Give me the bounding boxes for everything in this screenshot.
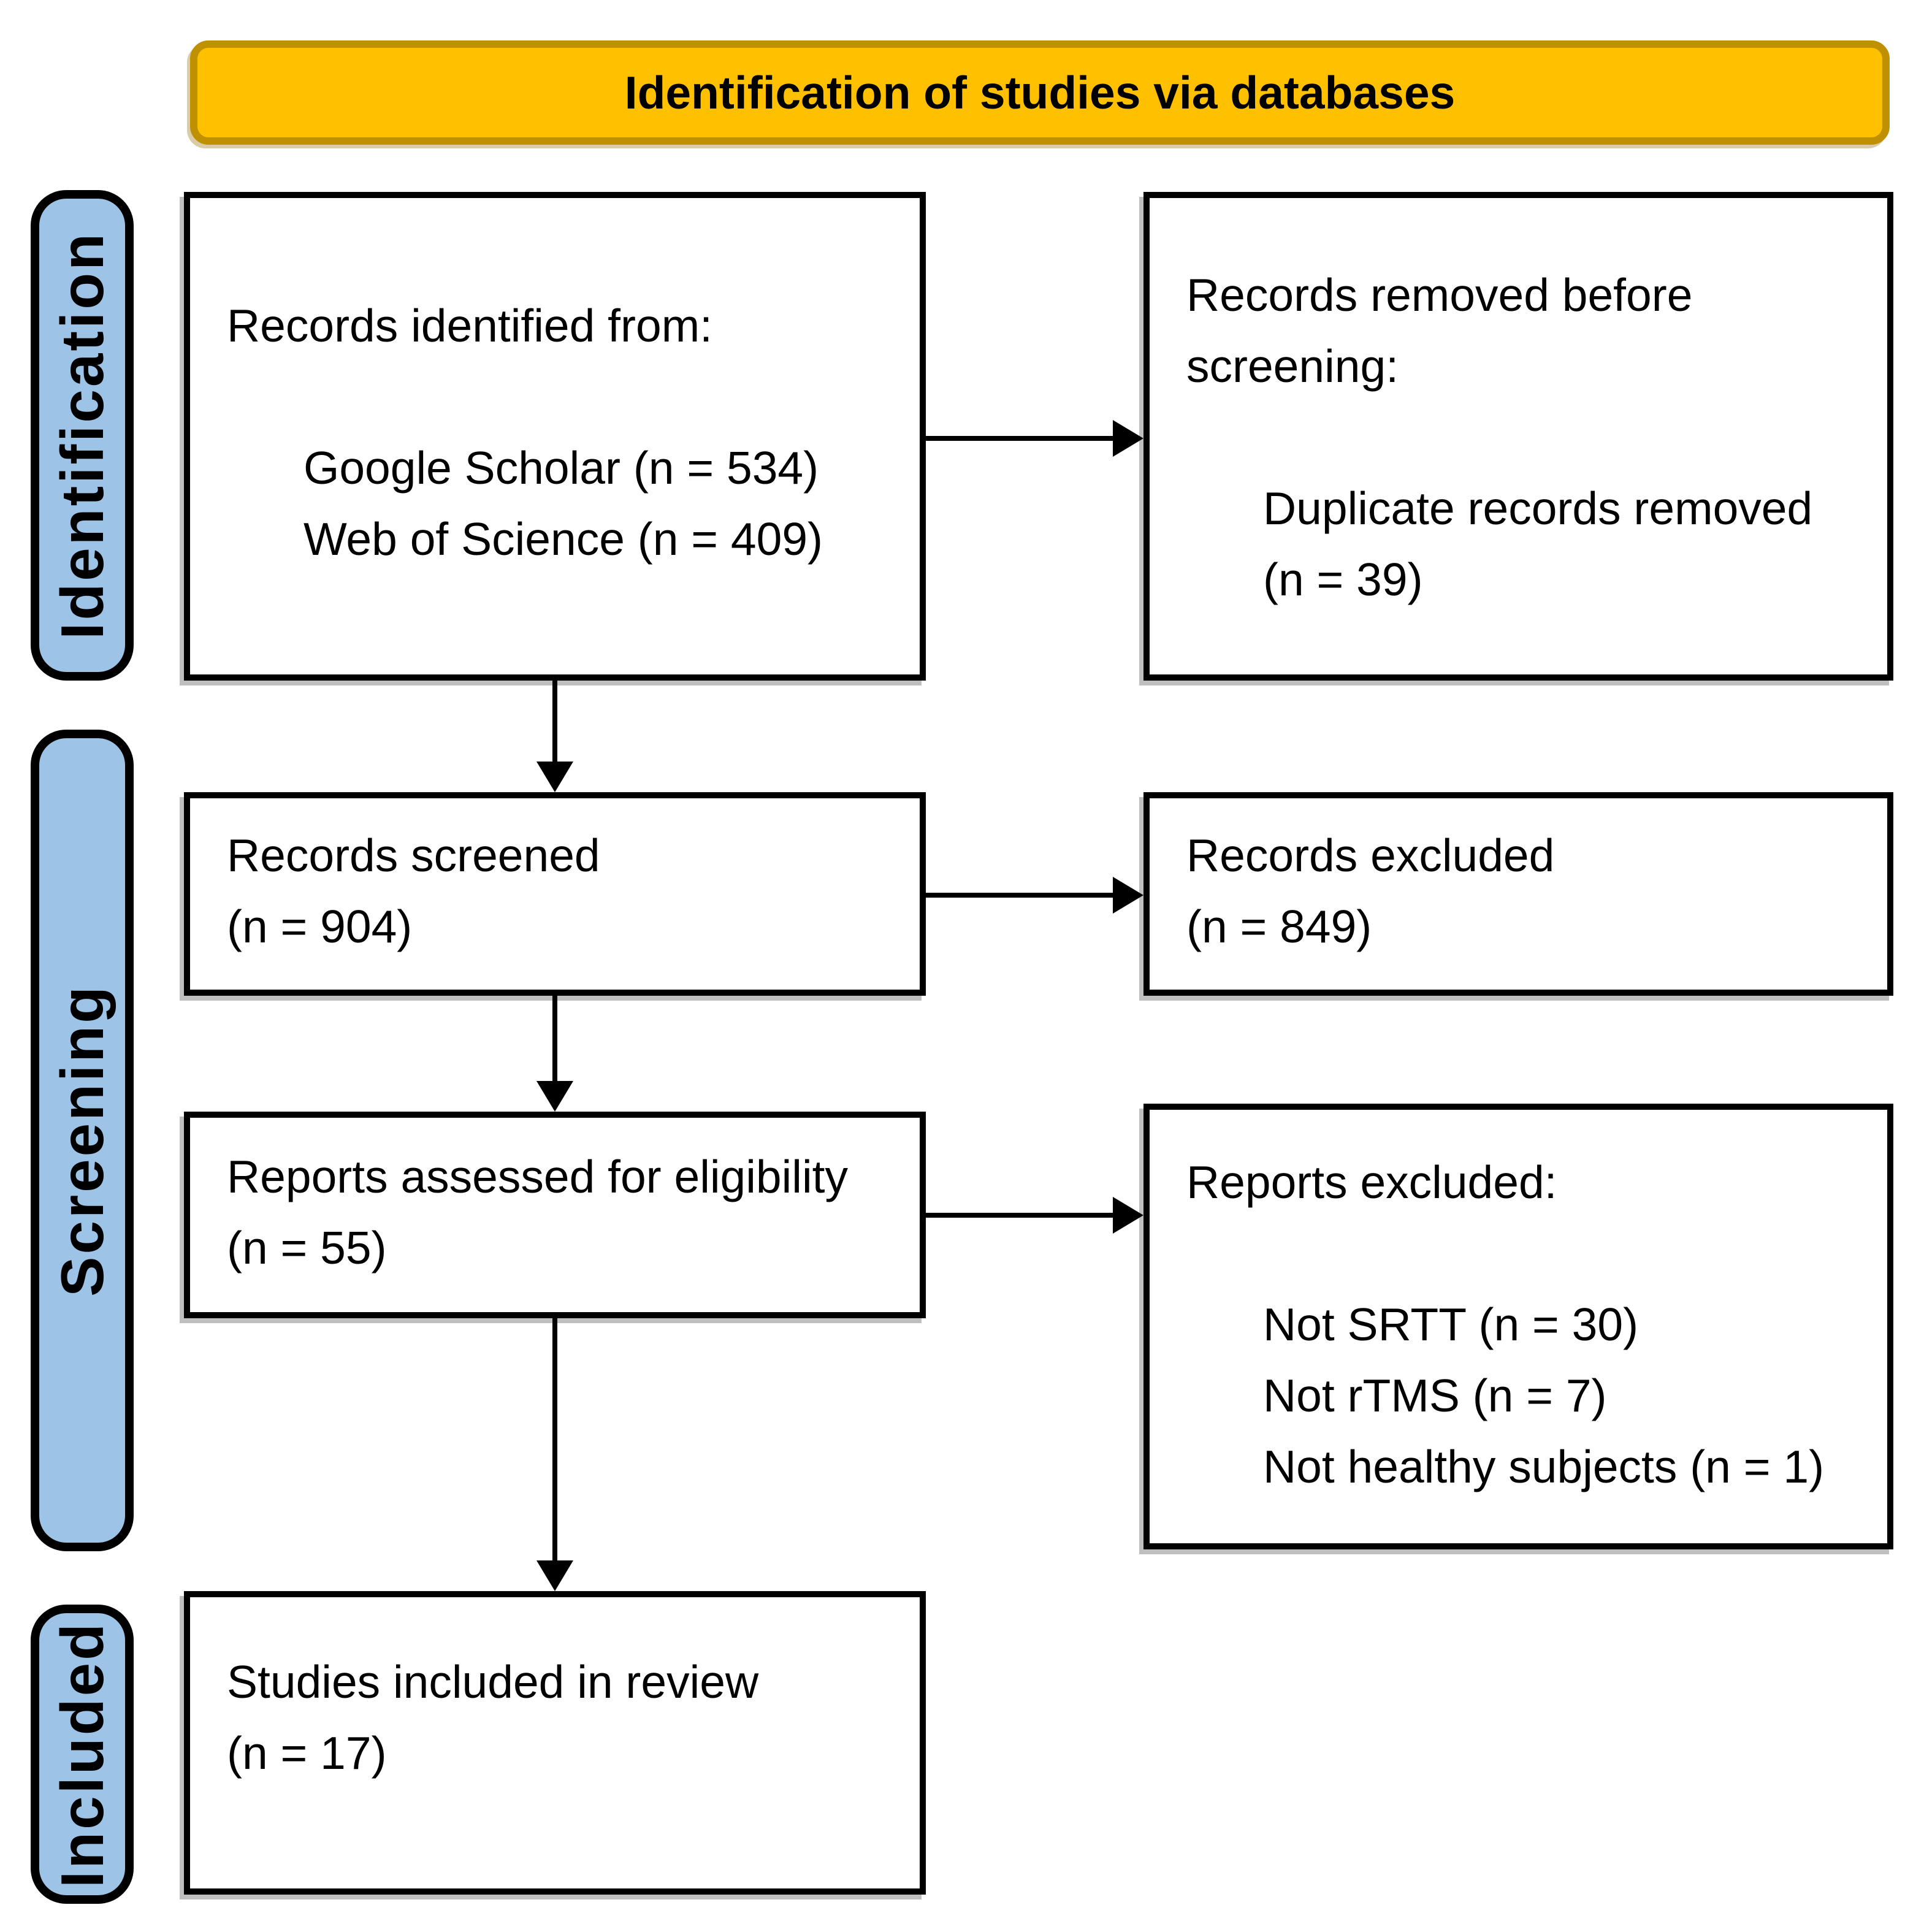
stage-label-identification: Identification — [31, 190, 134, 681]
reports-excluded-heading: Reports excluded: — [1186, 1156, 1557, 1208]
records-removed-heading-line1: Records removed before — [1186, 259, 1869, 330]
box-records-removed-before-screening: Records removed before screening: Duplic… — [1143, 192, 1893, 681]
records-removed-heading-line2: screening: — [1186, 330, 1869, 402]
records-removed-heading-line2-italic: screening — [1186, 340, 1386, 392]
box-reports-assessed-for-eligibility: Reports assessed for eligibility (n = 55… — [184, 1112, 926, 1318]
box-studies-included-in-review: Studies included in review (n = 17) — [184, 1591, 926, 1895]
arrow-assessed-to-included-head — [536, 1560, 573, 1591]
spacer — [227, 361, 901, 432]
records-screened-line2: (n = 904) — [227, 901, 413, 952]
reports-assessed-line2: (n = 55) — [227, 1222, 387, 1273]
records-identified-heading: Records identified from: — [227, 300, 713, 351]
stage-label-included: Included — [31, 1605, 134, 1904]
reports-assessed-line1: Reports assessed for eligibility — [227, 1151, 848, 1202]
box-records-identified: Records identified from: Google Scholar … — [184, 192, 926, 681]
arrow-screened-to-assessed-head — [536, 1081, 573, 1112]
studies-included-line1: Studies included in review — [227, 1656, 759, 1708]
records-excluded-line2: (n = 849) — [1186, 901, 1372, 952]
stage-label-included-text: Included — [48, 1621, 116, 1888]
box-records-screened: Records screened (n = 904) — [184, 792, 926, 996]
records-screened-line1: Records screened — [227, 830, 600, 881]
arrow-screened-to-assessed-line — [552, 996, 557, 1082]
arrow-screened-to-excluded-line — [926, 893, 1116, 898]
box-reports-excluded: Reports excluded: Not SRTT (n = 30) Not … — [1143, 1104, 1893, 1549]
arrow-assessed-to-included-line — [552, 1318, 557, 1562]
arrow-identified-to-removed-head — [1113, 420, 1143, 457]
arrow-assessed-to-reports-excluded-head — [1113, 1197, 1143, 1234]
arrow-screened-to-excluded-head — [1113, 877, 1143, 914]
reports-excluded-item-not-rtms: Not rTMS (n = 7) — [1263, 1370, 1607, 1421]
banner-identification-of-studies: Identification of studies via databases — [190, 40, 1890, 145]
arrow-assessed-to-reports-excluded-line — [926, 1213, 1116, 1218]
records-removed-heading-line2-normal: : — [1386, 340, 1399, 392]
spacer — [1186, 1218, 1869, 1289]
stage-label-identification-text: Identification — [48, 231, 116, 640]
arrow-identified-to-screened-line — [552, 681, 557, 763]
records-excluded-line1: Records excluded — [1186, 830, 1555, 881]
reports-excluded-item-not-srtt: Not SRTT (n = 30) — [1263, 1299, 1639, 1350]
records-removed-item-count: (n = 39) — [1263, 554, 1423, 605]
reports-excluded-item-not-healthy: Not healthy subjects (n = 1) — [1263, 1441, 1825, 1492]
stage-label-screening-text: Screening — [48, 984, 116, 1297]
box-records-excluded: Records excluded (n = 849) — [1143, 792, 1893, 996]
records-removed-heading-line1-normal: Records removed — [1186, 269, 1562, 321]
records-removed-heading-line1-italic: before — [1562, 269, 1693, 321]
studies-included-line2: (n = 17) — [227, 1727, 387, 1779]
arrow-identified-to-screened-head — [536, 762, 573, 792]
records-identified-item-web-of-science: Web of Science (n = 409) — [303, 513, 823, 565]
records-identified-item-google-scholar: Google Scholar (n = 534) — [303, 442, 819, 494]
stage-label-screening: Screening — [31, 730, 134, 1551]
banner-label: Identification of studies via databases — [624, 67, 1456, 118]
arrow-identified-to-removed-line — [926, 436, 1116, 441]
records-removed-item-duplicates: Duplicate records removed — [1263, 483, 1813, 534]
spacer — [1186, 402, 1869, 473]
